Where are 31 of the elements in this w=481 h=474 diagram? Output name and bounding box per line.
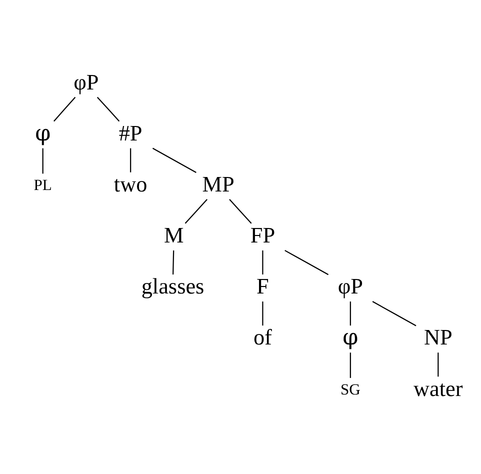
connector — [96, 96, 120, 122]
connector — [350, 352, 351, 378]
connector — [152, 148, 196, 173]
connector — [262, 302, 264, 326]
connector — [262, 250, 264, 274]
connector — [54, 96, 76, 122]
connector — [438, 352, 439, 377]
connector — [42, 148, 44, 174]
connector — [350, 302, 351, 326]
node-text: φP — [74, 69, 99, 94]
node-text: MP — [202, 171, 234, 196]
node-text: φP — [338, 274, 364, 299]
connector — [130, 148, 132, 172]
node-text: of — [253, 324, 272, 350]
node-text: NP — [424, 324, 452, 350]
node-text: #P — [118, 120, 142, 146]
node-text: M — [164, 222, 184, 248]
connector — [372, 301, 416, 326]
node-text: two — [114, 171, 148, 196]
connector — [184, 198, 208, 224]
node-text: water — [414, 376, 463, 401]
node-text: PL — [34, 177, 52, 194]
node-text: glasses — [141, 274, 204, 299]
node-text: φ — [35, 120, 51, 146]
connector — [284, 250, 329, 276]
node-text: FP — [250, 222, 276, 248]
node-text: φ — [342, 324, 358, 351]
connector — [229, 198, 252, 224]
connector — [172, 250, 174, 274]
node-text: SG — [340, 381, 360, 398]
node-text: F — [256, 274, 269, 299]
